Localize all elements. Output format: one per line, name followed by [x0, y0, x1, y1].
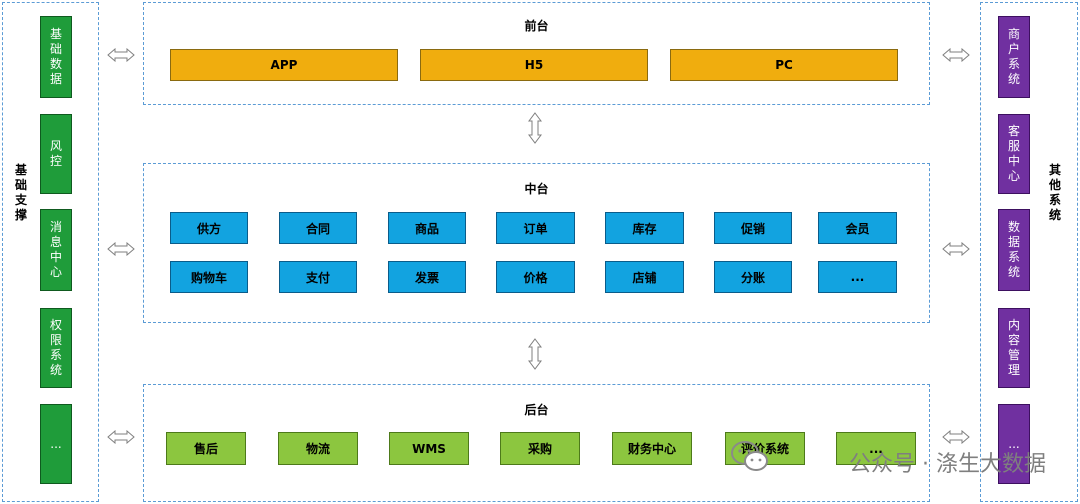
middle-item-price: 价格 — [496, 261, 575, 293]
middle-item-product: 商品 — [388, 212, 466, 244]
double-arrow-icon — [942, 48, 970, 62]
middle-tier-title: 中台 — [524, 182, 549, 196]
front-tier-frame — [143, 2, 930, 105]
left-item-risk-control: 风控 — [40, 114, 72, 194]
right-item-customer-service: 客服中心 — [998, 114, 1030, 194]
double-arrow-icon — [942, 242, 970, 256]
back-item-finance-center: 财务中心 — [612, 432, 692, 465]
right-item-data-system: 数据系统 — [998, 209, 1030, 291]
front-item-h5: H5 — [420, 49, 648, 81]
right-item-merchant-system: 商户系统 — [998, 16, 1030, 98]
left-support-label: 基础支撑 — [14, 163, 27, 222]
double-arrow-icon — [107, 48, 135, 62]
double-arrow-icon — [107, 242, 135, 256]
left-item-permission-system: 权限系统 — [40, 308, 72, 388]
double-arrow-icon — [107, 430, 135, 444]
middle-item-promotion: 促销 — [714, 212, 792, 244]
back-item-wms: WMS — [389, 432, 469, 465]
middle-item-split-account: 分账 — [714, 261, 792, 293]
middle-item-order: 订单 — [496, 212, 575, 244]
wechat-icon — [731, 441, 768, 471]
back-item-after-sales: 售后 — [166, 432, 246, 465]
back-item-purchasing: 采购 — [500, 432, 580, 465]
left-support-frame — [2, 2, 99, 502]
right-item-content-management: 内容管理 — [998, 308, 1030, 388]
left-item-more: ... — [40, 404, 72, 484]
back-tier-frame — [143, 384, 930, 502]
middle-item-store: 店铺 — [605, 261, 684, 293]
middle-item-invoice: 发票 — [388, 261, 466, 293]
left-item-base-data: 基础数据 — [40, 16, 72, 98]
back-item-logistics: 物流 — [278, 432, 358, 465]
back-item-more: ... — [836, 432, 916, 465]
middle-item-cart: 购物车 — [170, 261, 248, 293]
middle-item-payment: 支付 — [279, 261, 357, 293]
double-arrow-icon — [942, 430, 970, 444]
middle-item-inventory: 库存 — [605, 212, 684, 244]
right-item-more: ... — [998, 404, 1030, 484]
right-systems-frame — [980, 2, 1078, 502]
middle-item-contract: 合同 — [279, 212, 357, 244]
right-systems-label: 其他系统 — [1048, 163, 1061, 222]
vertical-double-arrow-icon — [528, 112, 542, 144]
watermark-text: 公众号 · 涤生大数据 — [849, 452, 1046, 477]
front-tier-title: 前台 — [524, 19, 549, 33]
middle-item-supplier: 供方 — [170, 212, 248, 244]
front-item-pc: PC — [670, 49, 898, 81]
front-item-app: APP — [170, 49, 398, 81]
back-tier-title: 后台 — [524, 403, 549, 417]
left-item-message-center: 消息中心 — [40, 209, 72, 291]
vertical-double-arrow-icon — [528, 338, 542, 370]
middle-tier-frame — [143, 163, 930, 323]
middle-item-more: ... — [818, 261, 897, 293]
middle-item-member: 会员 — [818, 212, 897, 244]
